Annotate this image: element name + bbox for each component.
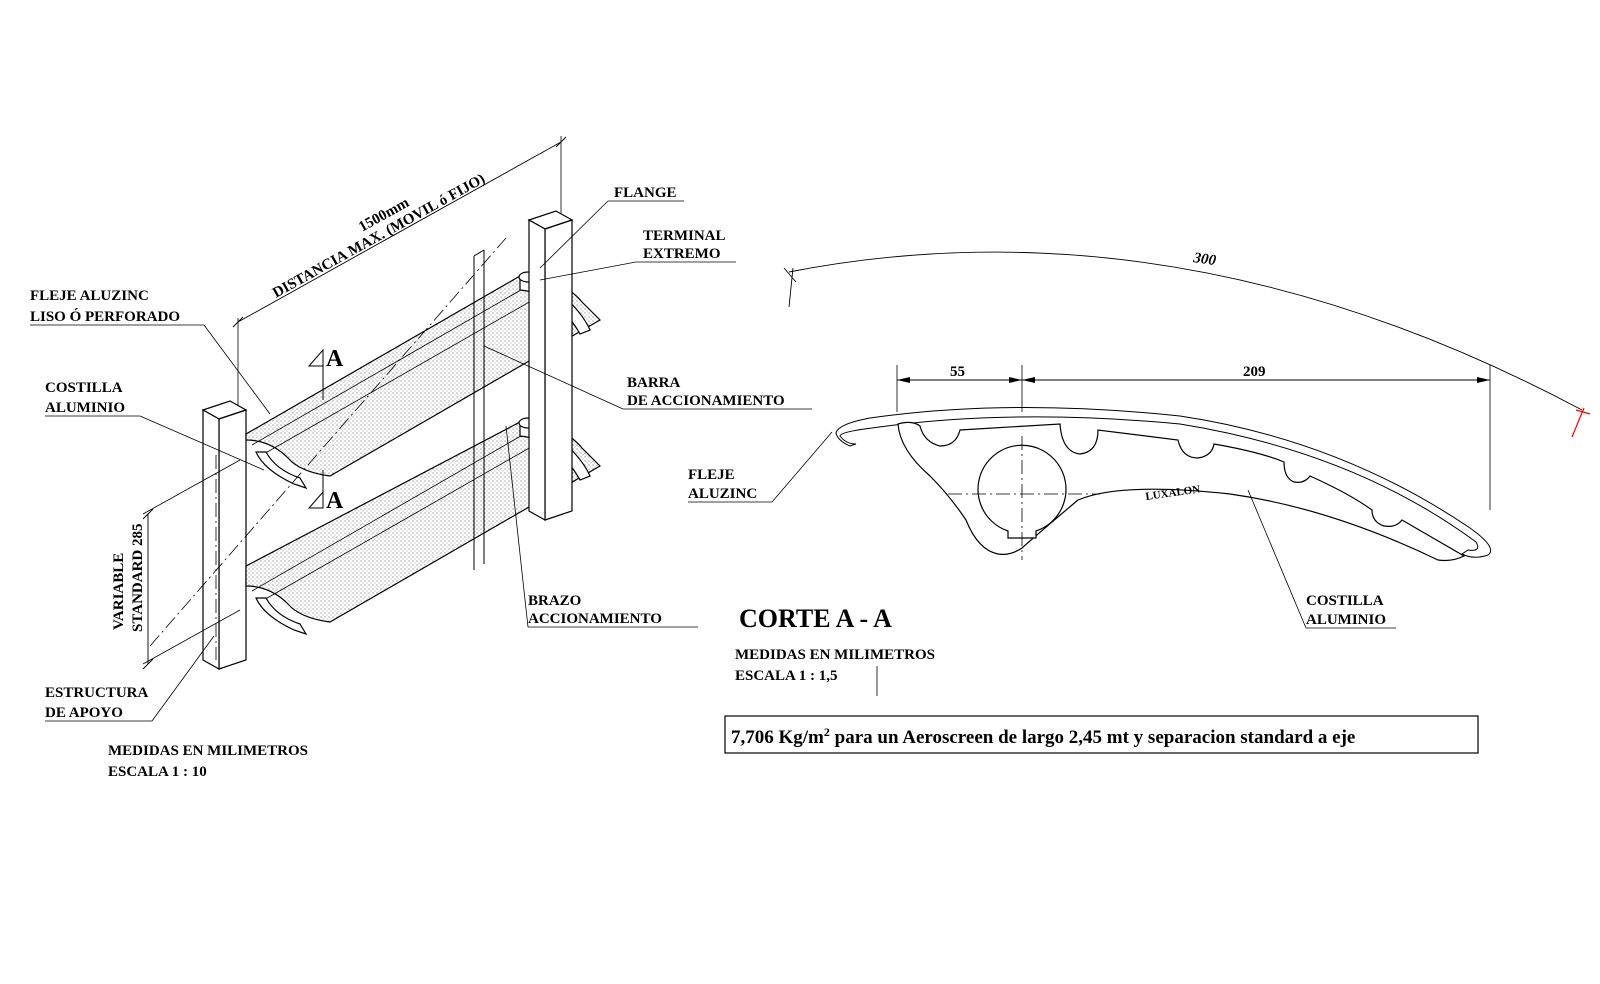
estructura-label-line2: DE APOYO <box>45 705 123 721</box>
brazo-label-line1: BRAZO <box>528 593 581 609</box>
aluzinc-strip-profile <box>835 407 1492 558</box>
costilla-callout: COSTILLA ALUMINIO <box>45 380 265 471</box>
section-view: 300 55 209 LUXALON FLEJE <box>688 250 1591 696</box>
section-marker-bottom: A <box>307 470 344 514</box>
right-support-post <box>527 210 574 522</box>
fleje-label-line1: FLEJE ALUZINC <box>30 288 149 304</box>
section-fleje-line2: ALUZINC <box>688 486 757 502</box>
section-units-line2: ESCALA 1 : 1,5 <box>735 668 838 684</box>
barra-callout: BARRA DE ACCIONAMIENTO <box>483 345 812 410</box>
barra-label-line1: BARRA <box>627 375 681 391</box>
standard-285-label: STANDARD 285 <box>130 524 146 632</box>
weight-note-text: 7,706 Kg/m2 para un Aeroscreen de largo … <box>731 725 1355 748</box>
barra-label-line2: DE ACCIONAMIENTO <box>627 393 785 409</box>
costilla-label-line2: ALUMINIO <box>45 400 125 416</box>
estructura-callout: ESTRUCTURA DE APOYO <box>45 635 215 722</box>
flange-callout: FLANGE <box>539 185 684 269</box>
variable-dimension <box>142 459 241 670</box>
terminal-callout: TERMINAL EXTREMO <box>539 228 736 281</box>
dim-209-label: 209 <box>1243 364 1266 380</box>
shaft-hole <box>948 436 1100 560</box>
weight-value: 7,706 Kg/m <box>731 727 824 748</box>
costilla-label-line1: COSTILLA <box>45 380 123 396</box>
terminal-label-line1: TERMINAL <box>643 228 726 244</box>
iso-units-line2: ESCALA 1 : 10 <box>108 764 207 780</box>
left-support-post <box>201 400 248 671</box>
section-marker-top: A <box>307 346 344 400</box>
weight-note: 7,706 Kg/m2 para un Aeroscreen de largo … <box>724 715 1479 754</box>
fleje-label-line2: LISO Ó PERFORADO <box>30 308 180 325</box>
section-line <box>149 237 507 647</box>
fleje-callout: FLEJE ALUZINC LISO Ó PERFORADO <box>30 288 271 415</box>
section-mark-top-label: A <box>326 346 344 372</box>
section-fleje-line1: FLEJE <box>688 467 735 483</box>
section-costilla-callout: COSTILLA ALUMINIO <box>1247 489 1396 629</box>
section-costilla-line2: ALUMINIO <box>1306 612 1386 628</box>
actuation-bar <box>473 249 485 570</box>
weight-note-rest: para un Aeroscreen de largo 2,45 mt y se… <box>830 727 1355 748</box>
dim-55-label: 55 <box>950 364 965 380</box>
terminal-label-line2: EXTREMO <box>643 246 721 262</box>
brazo-label-line2: ACCIONAMIENTO <box>528 611 662 627</box>
iso-units-line1: MEDIDAS EN MILIMETROS <box>108 743 308 759</box>
dimension-distancia-max: DISTANCIA MAX. (MOVIL ó FIJO) <box>270 171 488 301</box>
section-fleje-callout: FLEJE ALUZINC <box>688 431 833 503</box>
variable-label: VARIABLE <box>111 553 127 630</box>
section-title: CORTE A - A <box>739 604 892 633</box>
weight-superscript: 2 <box>824 725 830 739</box>
isometric-view: A A 1500mm DISTANCIA MAX. (MOVIL ó FIJO)… <box>30 136 812 780</box>
upper-slat <box>245 271 601 490</box>
section-units-line1: MEDIDAS EN MILIMETROS <box>735 647 935 663</box>
section-mark-bottom-label: A <box>326 488 344 514</box>
arc-dimension-label: 300 <box>1191 250 1217 269</box>
estructura-label-line1: ESTRUCTURA <box>45 685 149 701</box>
flange-label: FLANGE <box>614 185 677 201</box>
arc-dimension-300: 300 <box>783 250 1591 438</box>
brazo-callout: BRAZO ACCIONAMIENTO <box>505 425 698 628</box>
section-costilla-line1: COSTILLA <box>1306 593 1384 609</box>
linear-dimensions: 55 209 <box>896 364 1491 510</box>
